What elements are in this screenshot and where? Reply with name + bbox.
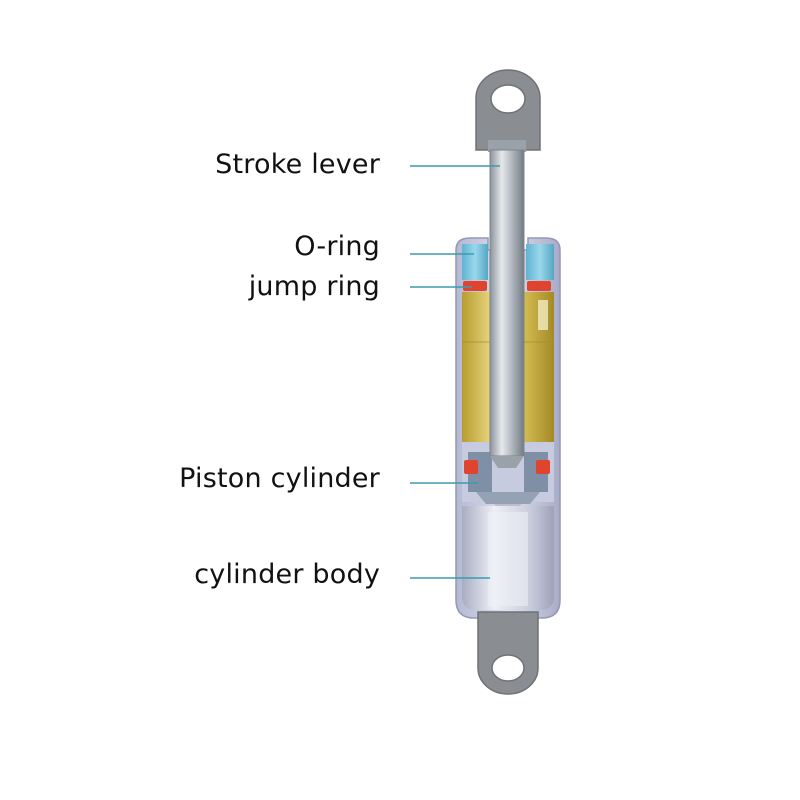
label-jump-ring: jump ring	[248, 271, 380, 302]
jump-ring-seal	[463, 281, 551, 291]
label-o-ring: O-ring	[294, 231, 380, 262]
bottom-mount-eye	[477, 611, 539, 695]
label-cylinder-body: cylinder body	[194, 559, 380, 590]
label-piston-cylinder: Piston cylinder	[179, 463, 380, 494]
top-mount-eye	[475, 69, 541, 151]
piston-rod	[488, 140, 526, 468]
leader-lines	[410, 165, 500, 579]
gas-chamber	[462, 506, 554, 610]
label-stroke-lever: Stroke lever	[215, 149, 380, 180]
o-ring-seal	[462, 244, 554, 280]
